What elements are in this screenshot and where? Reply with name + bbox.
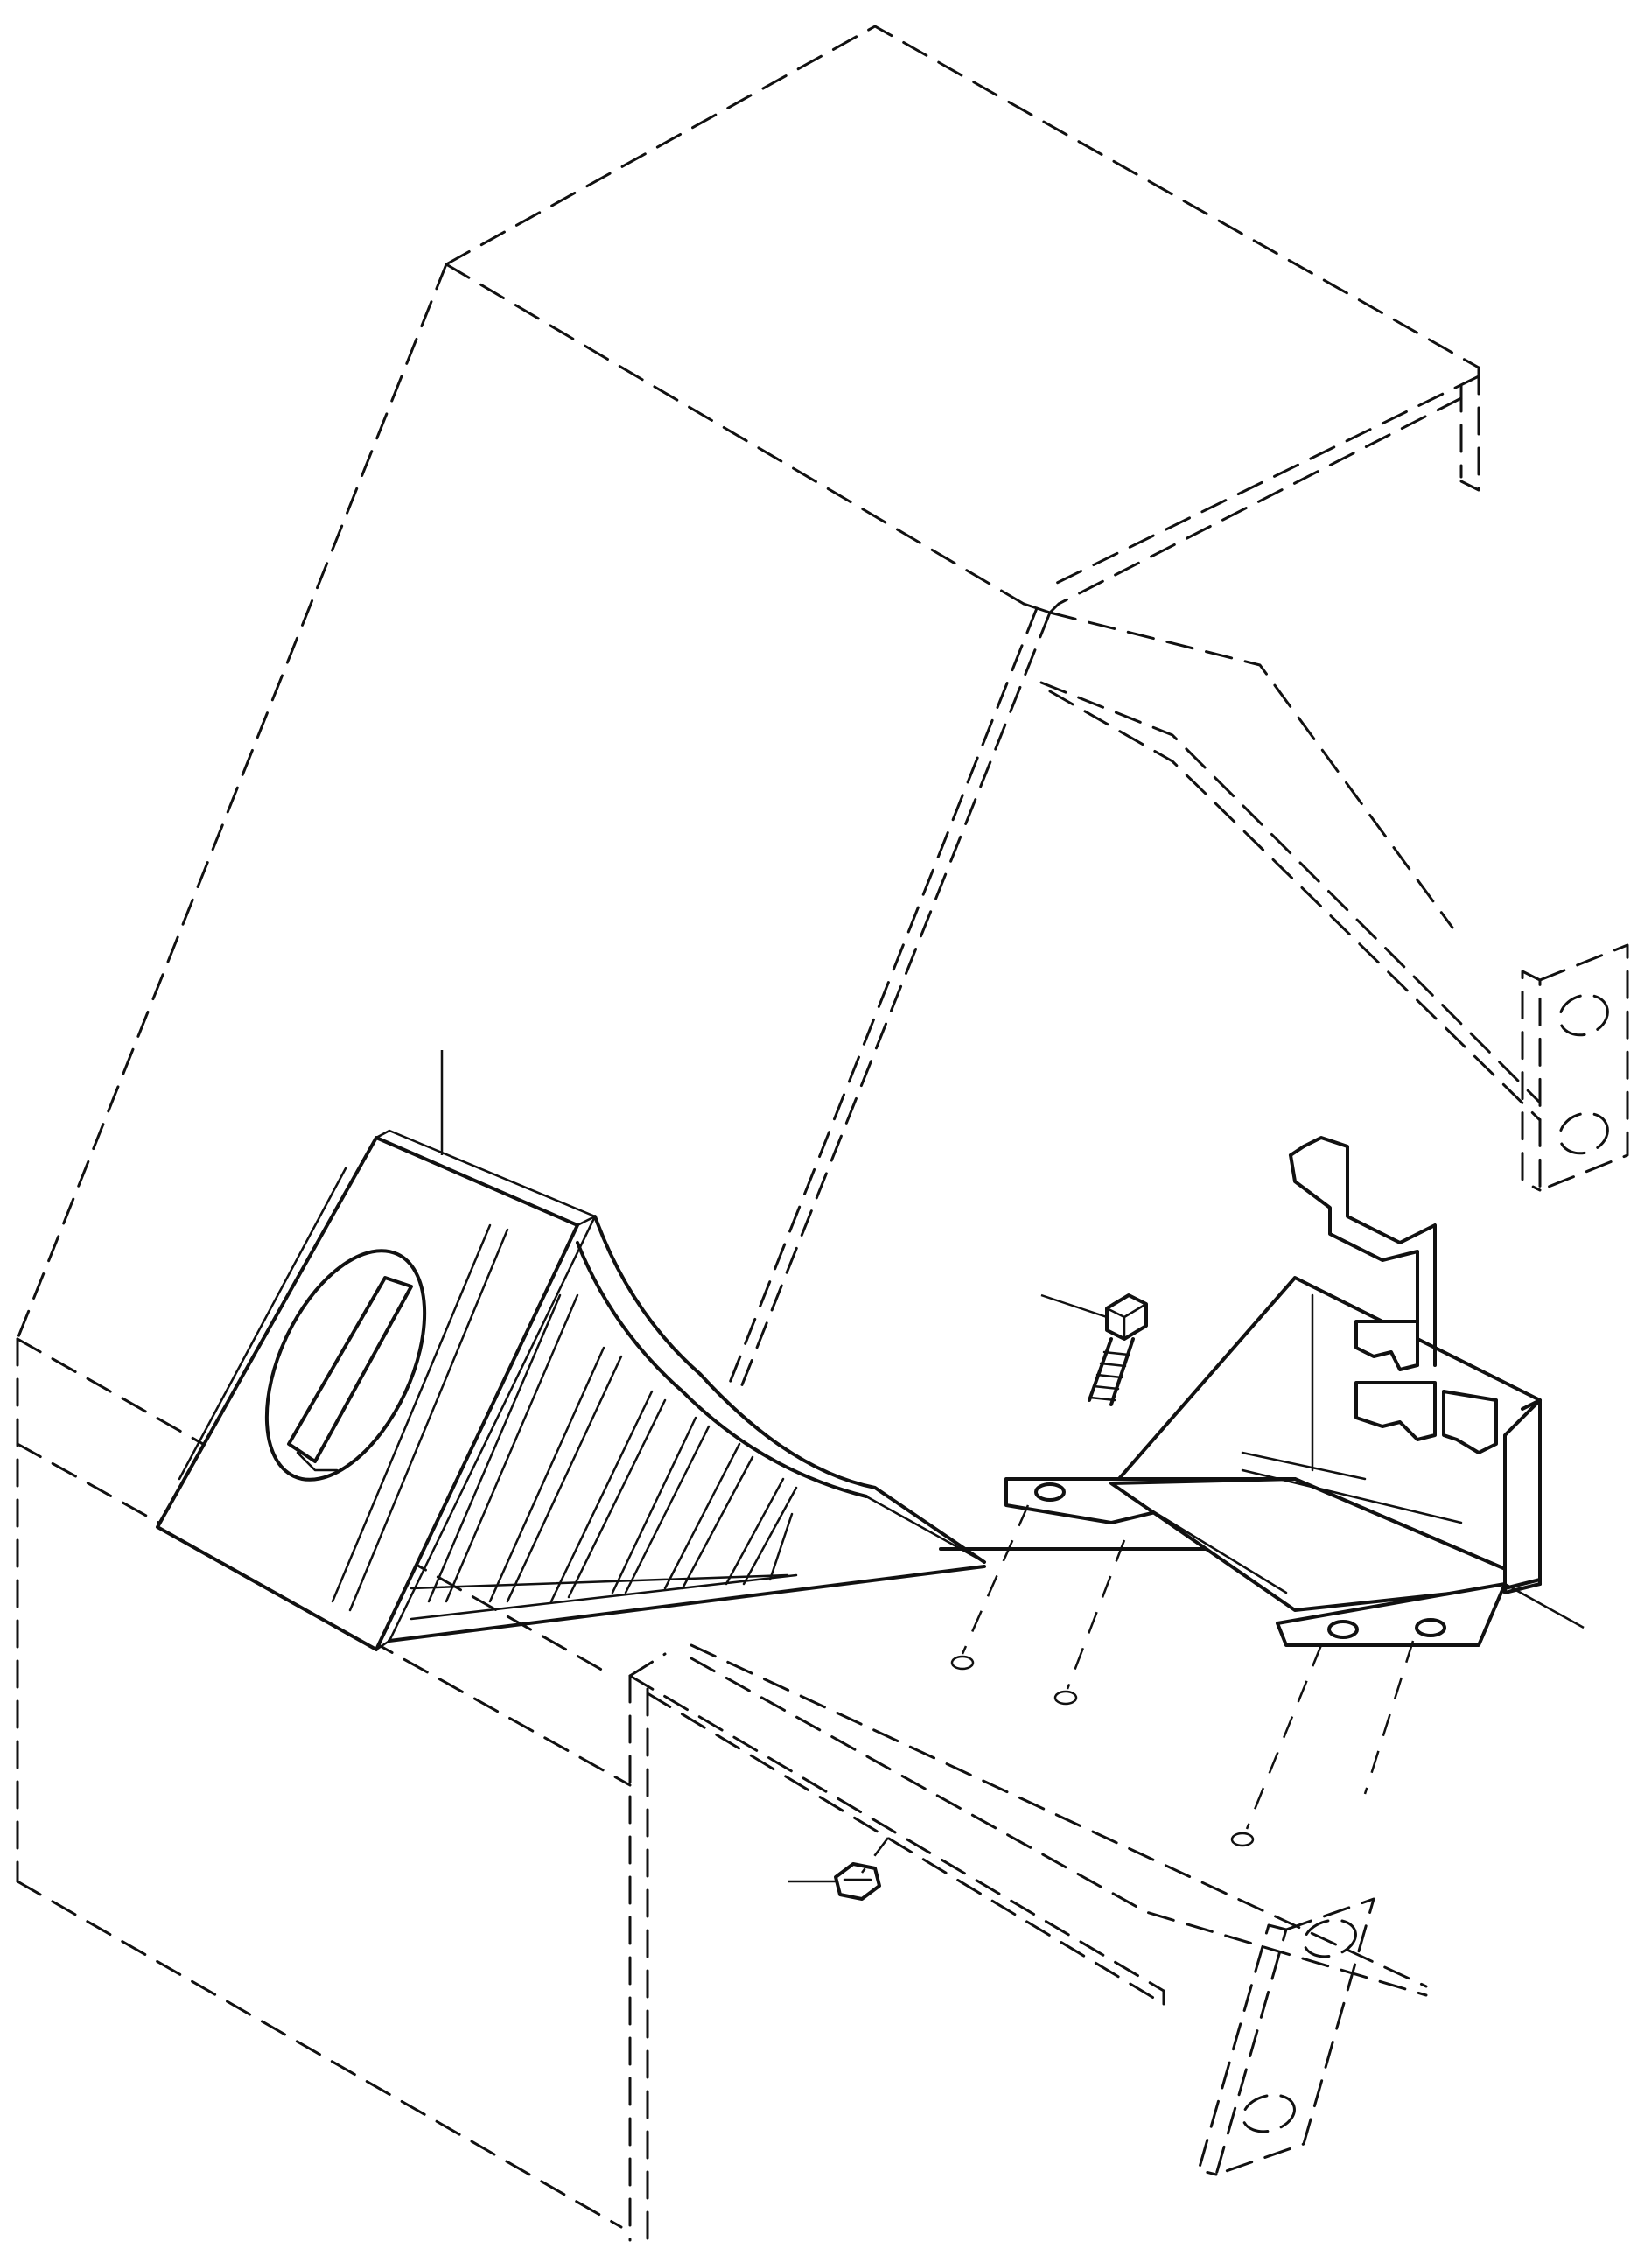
chock-holder-bracket <box>1004 1276 1585 1647</box>
wheel-chock <box>156 1050 986 1651</box>
mounting-hole <box>950 1655 975 1671</box>
retaining-spring-clip <box>1289 1136 1498 1454</box>
mounting-hole <box>1054 1690 1078 1706</box>
mounting-hole <box>1230 1832 1255 1847</box>
mounting-bolt <box>1040 1293 1148 1406</box>
assembly-center-lines <box>861 1504 1415 1874</box>
mounting-bracket-upper <box>1521 943 1629 1192</box>
hex-nut <box>788 1862 881 1901</box>
mounting-bracket-lower <box>1197 1897 1376 2176</box>
vehicle-body-phantom <box>16 25 1542 2242</box>
